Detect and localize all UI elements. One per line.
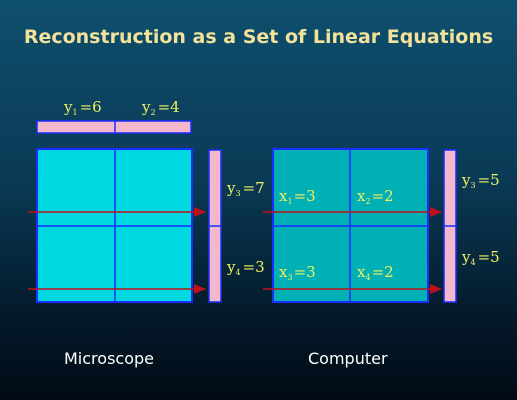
computer-cell-3: x3=3: [279, 263, 316, 282]
page-title: Reconstruction as a Set of Linear Equati…: [23, 26, 494, 48]
microscope-row-sum-1: y3=7: [226, 179, 265, 198]
microscope-caption: Microscope: [64, 349, 154, 368]
microscope-column-sum-bar: [36, 120, 192, 134]
computer-caption: Computer: [308, 349, 388, 368]
computer-cell-4: x4=2: [357, 263, 394, 282]
microscope-column-sum-1: y1=6: [63, 98, 102, 117]
computer-row-sum-1: y3=5: [461, 171, 500, 190]
computer-row-sum-2: y4=5: [461, 248, 500, 267]
computer-cell-2: x2=2: [357, 187, 394, 206]
microscope-column-sum-2: y2=4: [141, 98, 180, 117]
microscope-row-sum-2: y4=3: [226, 258, 265, 277]
computer-cell-1: x1=3: [279, 187, 316, 206]
